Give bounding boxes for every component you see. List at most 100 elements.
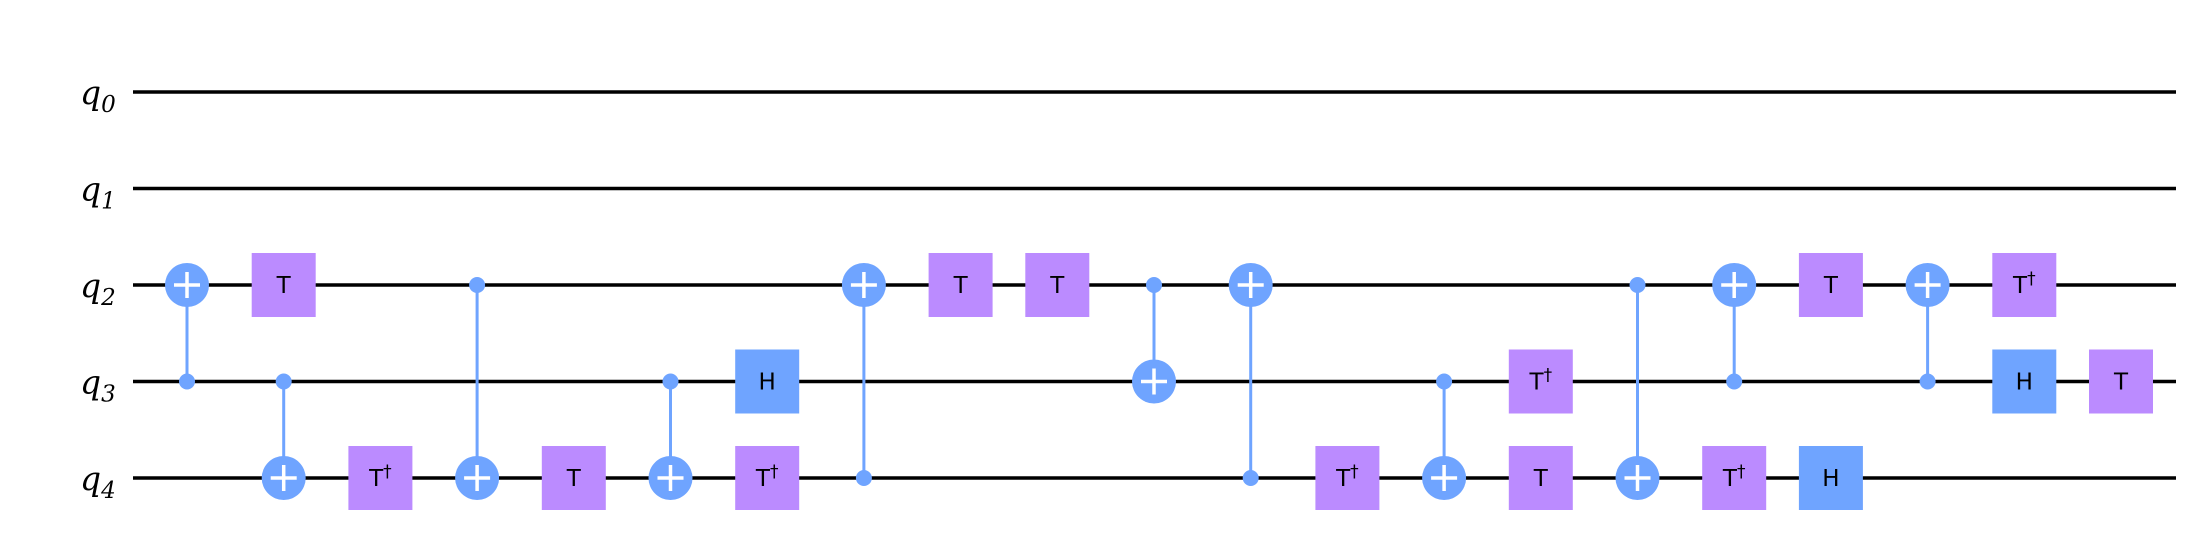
tdg-gate-label: T† xyxy=(368,462,392,492)
qubit-label-1: q1 xyxy=(80,170,116,215)
t-gate-symbol: T xyxy=(2113,370,2129,396)
tdg-gate: T† xyxy=(348,446,413,510)
dagger-superscript: † xyxy=(383,462,392,482)
cnot-control-dot xyxy=(662,373,679,390)
qubit-label-4: q4 xyxy=(80,459,116,504)
tdg-gate-symbol: T xyxy=(1335,466,1351,492)
cnot-gate xyxy=(1228,263,1273,486)
cnot-gate xyxy=(1905,263,1950,390)
tdg-gate: T† xyxy=(1315,446,1380,510)
cnot-gate xyxy=(841,263,886,486)
tdg-gate-label: T† xyxy=(2012,269,2036,299)
tdg-gate-symbol: T xyxy=(755,466,771,492)
tdg-gate: T† xyxy=(1992,253,2057,317)
t-gate: T xyxy=(541,446,606,510)
dagger-superscript: † xyxy=(770,462,779,482)
t-gate: T xyxy=(251,253,316,317)
cnot-control-dot xyxy=(1436,373,1453,390)
t-gate-box xyxy=(2089,349,2153,414)
cnot-control-dot xyxy=(469,277,486,293)
t-gate-box xyxy=(1798,253,1863,317)
qubit-label-index: 1 xyxy=(101,189,116,215)
t-gate-label: T xyxy=(276,273,292,299)
t-gate-box xyxy=(251,253,316,317)
h-gate-label: H xyxy=(1822,466,1839,492)
t-gate-label: T xyxy=(1049,273,1065,299)
cnot-control-dot xyxy=(855,470,872,486)
cnot-gate xyxy=(1422,373,1467,500)
qubit-label-0: q0 xyxy=(80,73,116,118)
t-gate-symbol: T xyxy=(953,273,969,299)
dagger-superscript: † xyxy=(1350,462,1359,482)
t-gate-symbol: T xyxy=(1823,273,1839,299)
cnot-gate xyxy=(455,277,500,500)
tdg-gate-symbol: T xyxy=(2012,273,2028,299)
h-gate-box xyxy=(1992,349,2057,414)
t-gate: T xyxy=(928,253,993,317)
tdg-gate-symbol: T xyxy=(1529,370,1545,396)
h-gate-symbol: H xyxy=(759,370,776,396)
t-gate-box xyxy=(541,446,606,510)
qubit-label-letter: q xyxy=(80,73,101,112)
dagger-superscript: † xyxy=(1737,462,1746,482)
t-gate: T xyxy=(2089,349,2153,414)
qubit-label-letter: q xyxy=(80,266,101,305)
cnot-control-dot xyxy=(1629,277,1646,293)
cnot-control-dot xyxy=(179,373,195,390)
t-gate-label: T xyxy=(1823,273,1839,299)
h-gate: H xyxy=(735,349,800,414)
qubit-label-letter: q xyxy=(80,459,101,498)
cnot-control-dot xyxy=(1146,277,1162,293)
tdg-gate: T† xyxy=(1702,446,1767,510)
cnot-gate xyxy=(165,263,209,390)
h-gate-label: H xyxy=(2016,370,2033,396)
tdg-gate-box xyxy=(1508,349,1573,414)
h-gate-symbol: H xyxy=(2016,370,2033,396)
qubit-label-letter: q xyxy=(80,170,101,209)
qubit-label-3: q3 xyxy=(80,363,116,408)
qubit-label-index: 4 xyxy=(100,478,116,504)
h-gate-box xyxy=(1798,446,1863,510)
t-gate-label: T xyxy=(953,273,969,299)
tdg-gate-symbol: T xyxy=(368,466,384,492)
t-gate-symbol: T xyxy=(566,466,582,492)
h-gate-box xyxy=(735,349,800,414)
qubit-label-index: 0 xyxy=(101,92,116,118)
h-gate-symbol: H xyxy=(1822,466,1839,492)
cnot-control-dot xyxy=(1919,373,1936,390)
qubit-label-letter: q xyxy=(80,363,101,402)
h-gate: H xyxy=(1798,446,1863,510)
tdg-gate-box xyxy=(348,446,413,510)
tdg-gate-label: T† xyxy=(755,462,779,492)
tdg-gate-symbol: T xyxy=(1722,466,1738,492)
qubit-label-2: q2 xyxy=(80,266,116,311)
t-gate-symbol: T xyxy=(1533,466,1549,492)
t-gate: T xyxy=(1508,446,1573,510)
cnot-gate xyxy=(1132,277,1176,404)
cnot-control-dot xyxy=(275,373,292,390)
tdg-gate-label: T† xyxy=(1722,462,1746,492)
t-gate-label: T xyxy=(2113,370,2129,396)
t-gate-box xyxy=(1508,446,1573,510)
t-gate: T xyxy=(1798,253,1863,317)
t-gate-label: T xyxy=(1533,466,1549,492)
tdg-gate-label: T† xyxy=(1529,366,1553,396)
cnot-control-dot xyxy=(1242,470,1259,486)
t-gate: T xyxy=(1025,253,1090,317)
cnot-gate xyxy=(1615,277,1660,500)
tdg-gate-label: T† xyxy=(1335,462,1359,492)
cnot-gate xyxy=(648,373,693,500)
dagger-superscript: † xyxy=(1544,366,1553,386)
tdg-gate-box xyxy=(1315,446,1380,510)
t-gate-box xyxy=(928,253,993,317)
t-gate-symbol: T xyxy=(1049,273,1065,299)
tdg-gate-box xyxy=(1992,253,2057,317)
tdg-gate-box xyxy=(1702,446,1767,510)
dagger-superscript: † xyxy=(2027,269,2036,289)
qubit-label-index: 3 xyxy=(101,382,116,408)
cnot-gate xyxy=(1712,263,1757,390)
t-gate-box xyxy=(1025,253,1090,317)
